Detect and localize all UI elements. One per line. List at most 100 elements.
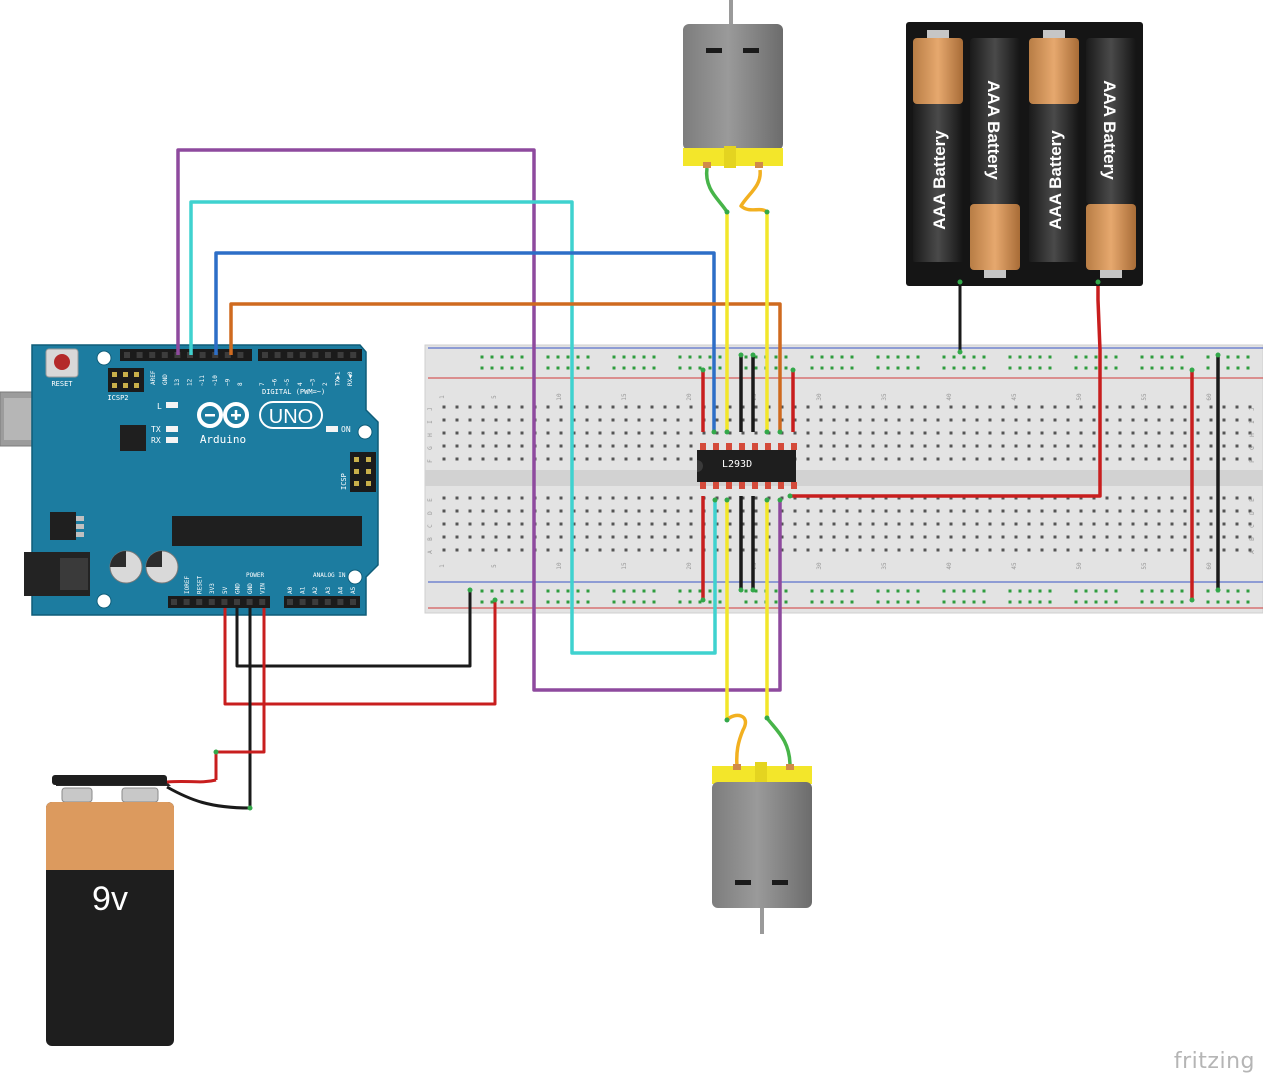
breadboard-holes bbox=[442, 405, 1252, 552]
column-number: 15 bbox=[621, 562, 628, 570]
wire-cyan[interactable] bbox=[189, 200, 717, 655]
row-letter: F bbox=[1249, 459, 1256, 463]
power-pin-holes bbox=[171, 599, 356, 605]
column-number: 40 bbox=[946, 562, 953, 570]
analog-pin-label: A4 bbox=[337, 586, 344, 594]
wire-endpoints bbox=[213, 209, 1221, 811]
motor-lead-top-orange bbox=[739, 169, 769, 214]
microcontroller-chip bbox=[172, 516, 362, 546]
analog-header bbox=[284, 596, 360, 608]
digital-pin-label: 12 bbox=[187, 378, 194, 386]
row-letter: B bbox=[1249, 537, 1256, 541]
icsp2-label: ICSP2 bbox=[107, 394, 128, 402]
led-l-label: L bbox=[157, 402, 162, 411]
row-letter: E bbox=[427, 498, 434, 502]
row-letter: D bbox=[427, 511, 434, 515]
column-number: 45 bbox=[1011, 562, 1018, 570]
motor-lead-bottom-green bbox=[765, 716, 792, 767]
digital-pin-label: 8 bbox=[237, 382, 244, 386]
icsp2-header bbox=[108, 368, 144, 392]
analog-pin-label: A1 bbox=[300, 586, 307, 594]
reset-label: RESET bbox=[51, 380, 73, 388]
row-letter: J bbox=[427, 407, 434, 411]
digital-pin-label: ~5 bbox=[284, 378, 291, 386]
row-letter: A bbox=[427, 550, 434, 554]
digital-pin-label: 2 bbox=[322, 382, 329, 386]
aref-label: AREF bbox=[150, 370, 157, 385]
column-number: 55 bbox=[1141, 393, 1148, 401]
column-number: 20 bbox=[686, 562, 693, 570]
wire-red-pack-positive[interactable] bbox=[790, 282, 1102, 498]
column-number: 15 bbox=[621, 393, 628, 401]
column-number: 60 bbox=[1206, 393, 1213, 401]
wire-red-5v-rail[interactable] bbox=[223, 600, 497, 706]
row-letter: I bbox=[427, 420, 434, 424]
battery-9v-label: 9v bbox=[92, 880, 128, 918]
power-pin-label: GND bbox=[247, 583, 254, 594]
gnd-label: GND bbox=[162, 374, 169, 385]
uno-label: UNO bbox=[269, 406, 313, 428]
wire-purple[interactable] bbox=[176, 148, 782, 692]
column-number: 50 bbox=[1076, 562, 1083, 570]
aaa-battery-label: AAA Battery bbox=[984, 80, 1003, 180]
motor-lead-bottom-orange bbox=[725, 713, 748, 767]
row-letter: I bbox=[1249, 420, 1256, 424]
column-number: 35 bbox=[881, 562, 888, 570]
row-letter: D bbox=[1249, 511, 1256, 515]
row-letter: B bbox=[427, 537, 434, 541]
digital-pin-label: 4 bbox=[297, 382, 304, 386]
digital-pin-label: ~3 bbox=[309, 378, 316, 386]
voltage-regulator bbox=[50, 512, 76, 540]
battery-9v[interactable]: 9v bbox=[46, 775, 251, 1046]
column-number: 5 bbox=[491, 395, 498, 399]
column-number: 20 bbox=[686, 393, 693, 401]
row-letter: H bbox=[427, 433, 434, 437]
row-letter: F bbox=[427, 459, 434, 463]
row-letter: J bbox=[1249, 407, 1256, 411]
analog-pin-label: A2 bbox=[312, 586, 319, 594]
row-letter: C bbox=[1249, 524, 1256, 528]
aaa-battery-label: AAA Battery bbox=[1100, 80, 1119, 180]
power-pin-label: GND bbox=[234, 583, 241, 594]
column-number: 40 bbox=[946, 393, 953, 401]
motor-lead-top-green bbox=[704, 167, 729, 213]
column-number: 30 bbox=[816, 562, 823, 570]
usb-chip bbox=[120, 425, 146, 451]
led-on-label: ON bbox=[341, 425, 351, 434]
power-header bbox=[168, 596, 270, 608]
wire-black-gnd-rail[interactable] bbox=[235, 590, 472, 668]
chip-pins bbox=[700, 443, 797, 489]
wire-blue[interactable] bbox=[214, 251, 716, 432]
l293d-chip: L293D bbox=[697, 443, 797, 489]
power-label: POWER bbox=[246, 572, 264, 579]
column-number: 5 bbox=[491, 564, 498, 568]
digital-pin-label: 13 bbox=[174, 378, 181, 386]
wires bbox=[176, 148, 1220, 808]
battery-9v-lead-black bbox=[166, 785, 251, 810]
led-rx bbox=[166, 437, 178, 443]
column-number: 10 bbox=[556, 393, 563, 401]
led-rx-label: RX bbox=[151, 436, 161, 445]
arduino-brand-label: Arduino bbox=[200, 433, 246, 446]
digital-header-right bbox=[258, 349, 362, 361]
column-number: 10 bbox=[556, 562, 563, 570]
power-pin-label: RESET bbox=[197, 576, 204, 594]
aaa-battery-label: AAA Battery bbox=[1046, 130, 1065, 230]
power-pin-label: VIN bbox=[260, 583, 267, 594]
led-on bbox=[326, 426, 338, 432]
row-letter: G bbox=[1249, 446, 1256, 450]
digital-pin-label: ~11 bbox=[199, 375, 206, 386]
wire-orange[interactable] bbox=[229, 302, 782, 432]
column-number: 50 bbox=[1076, 393, 1083, 401]
dc-motor-top[interactable] bbox=[683, 0, 783, 168]
digital-label: DIGITAL (PWM=~) bbox=[262, 388, 325, 396]
icsp-label: ICSP bbox=[340, 473, 348, 490]
wire-red-vin-9v[interactable] bbox=[214, 608, 266, 780]
dc-motor-bottom[interactable] bbox=[712, 762, 812, 934]
